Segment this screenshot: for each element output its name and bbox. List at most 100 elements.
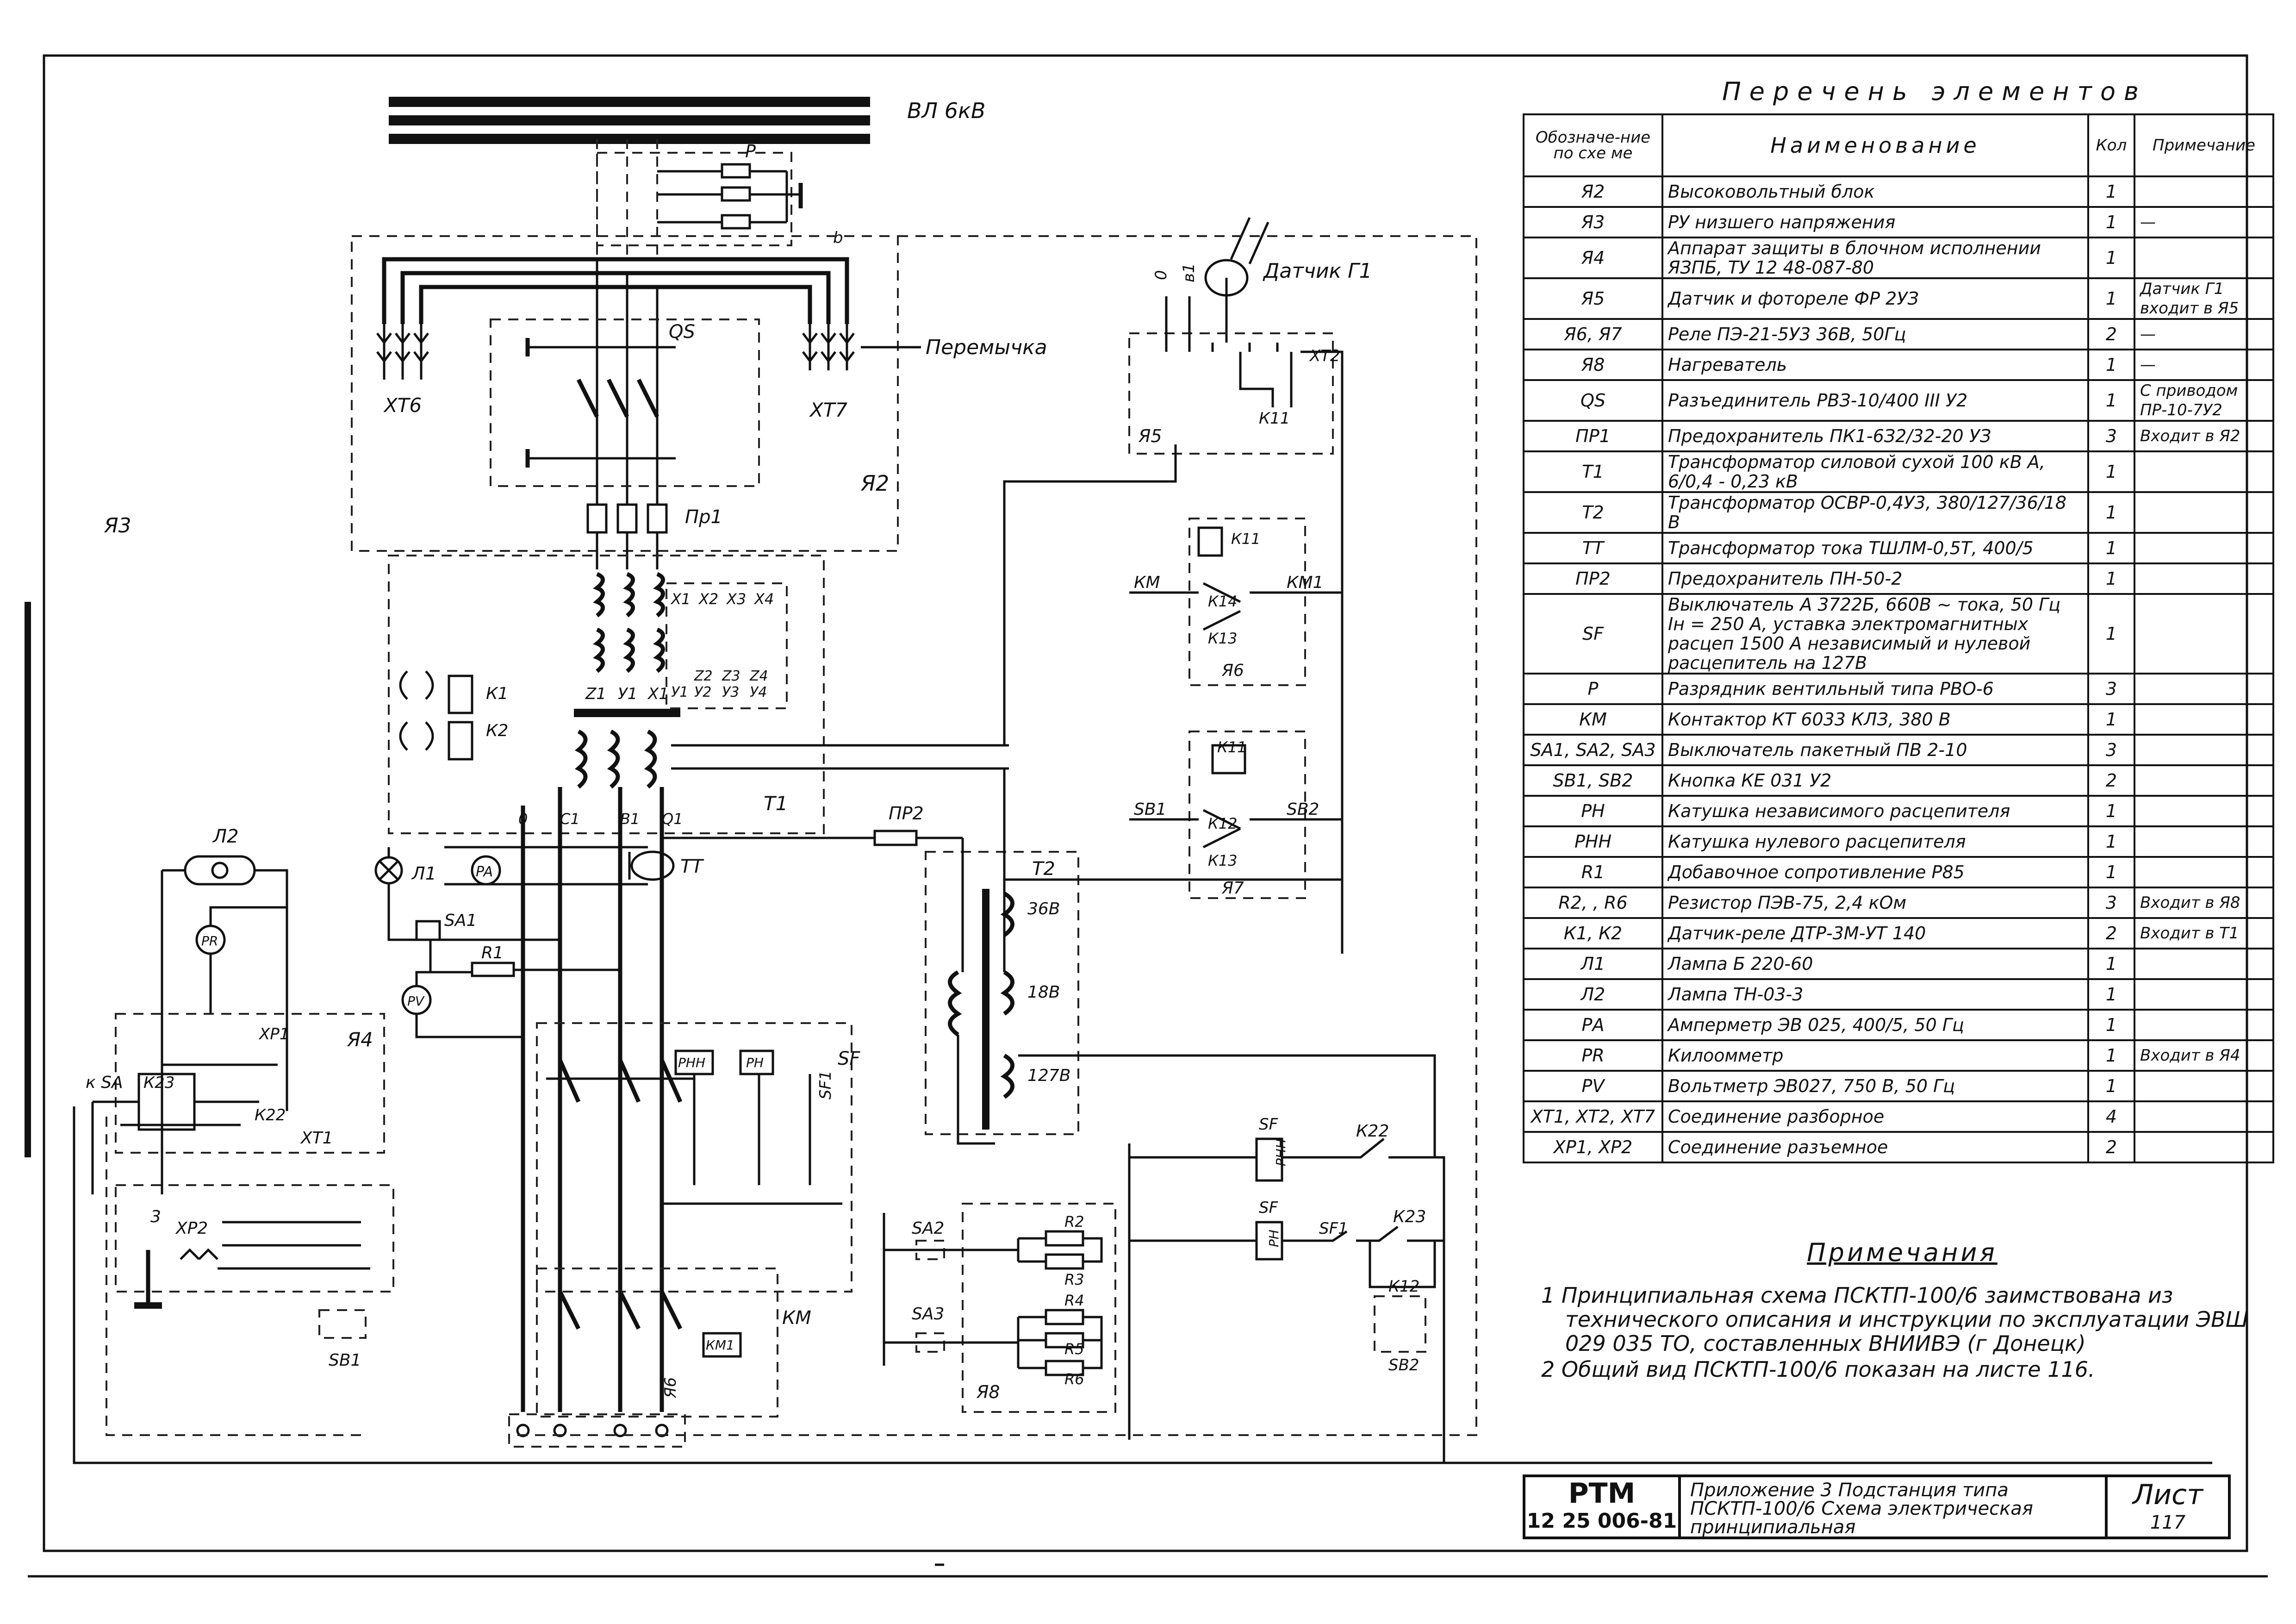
coil-k11 bbox=[1197, 526, 1223, 557]
row-name: Трансформатор тока ТШЛМ-0,5Т, 400/5 bbox=[1661, 532, 2089, 564]
title-block-rtm: РТМ bbox=[1568, 1477, 1636, 1510]
label-a1: Q1 bbox=[662, 810, 683, 828]
label-phr: РН bbox=[1266, 1230, 1282, 1247]
label-l1: Л1 bbox=[411, 863, 436, 884]
row-code: РНН bbox=[1523, 825, 1663, 858]
tap-box bbox=[666, 582, 788, 709]
return-wire bbox=[73, 1106, 2212, 1464]
row-code: КМ bbox=[1523, 703, 1663, 736]
row-qty: 3 bbox=[2087, 887, 2135, 919]
row-qty: 1 bbox=[2087, 948, 2135, 980]
block-a8 bbox=[962, 1203, 1116, 1413]
row-code: PR bbox=[1523, 1039, 1663, 1072]
row-name: Соединение разборное bbox=[1661, 1100, 2089, 1133]
row-code: SF bbox=[1523, 593, 1663, 675]
row-code: Я4 bbox=[1523, 237, 1663, 279]
label-pr1: Пр1 bbox=[685, 506, 722, 528]
row-name: Лампа ТН-03-3 bbox=[1661, 978, 2089, 1011]
row-note bbox=[2134, 703, 2274, 736]
fuse-pr2 bbox=[873, 830, 918, 846]
label-km: КМ bbox=[782, 1307, 811, 1329]
row-code: РА bbox=[1523, 1009, 1663, 1041]
row-note: — bbox=[2134, 206, 2274, 238]
left-wiring bbox=[161, 847, 620, 1194]
label-a6: Я6 bbox=[661, 1377, 680, 1399]
row-name: Разъединитель РВЗ-10/400 III У2 bbox=[1661, 379, 2089, 422]
row-qty: 3 bbox=[2087, 420, 2135, 452]
km-contacts bbox=[558, 1290, 683, 1330]
row-qty: 1 bbox=[2087, 825, 2135, 858]
label-k23r: К23 bbox=[1393, 1207, 1426, 1226]
header-code: Обозначе-ние по схе ме bbox=[1523, 113, 1663, 177]
label-qs: QS bbox=[669, 321, 695, 343]
label-xt2: ХТ2 bbox=[1309, 347, 1340, 365]
row-name: Трансформатор ОСВР-0,4У3, 380/127/36/18 … bbox=[1661, 491, 2089, 534]
row-qty: 1 bbox=[2087, 703, 2135, 736]
row-note: Входит в Я8 bbox=[2134, 887, 2274, 919]
row-code: PV bbox=[1523, 1070, 1663, 1102]
title-block: РТМ 12 25 006-81 Приложение 3 Подстанция… bbox=[1523, 1474, 2231, 1539]
row-code: ПР2 bbox=[1523, 562, 1663, 595]
row-note: — bbox=[2134, 349, 2274, 381]
notes-section: Примечания 1 Принципиальная схема ПСКТП-… bbox=[1541, 1238, 2263, 1383]
label-k11c: К11 bbox=[1217, 738, 1246, 756]
row-qty: 1 bbox=[2087, 795, 2135, 827]
row-code: QS bbox=[1523, 379, 1663, 422]
row-qty: 1 bbox=[2087, 562, 2135, 595]
label-r2: R2 bbox=[1064, 1213, 1084, 1230]
label-line: ВЛ 6кВ bbox=[907, 98, 985, 123]
row-code: РН bbox=[1523, 795, 1663, 827]
row-code: ТТ bbox=[1523, 532, 1663, 564]
connector-xt7 bbox=[802, 324, 855, 370]
header-name: Наименование bbox=[1661, 113, 2089, 177]
row-name: Амперметр ЭВ 025, 400/5, 50 Гц bbox=[1661, 1009, 2089, 1041]
row-qty: 1 bbox=[2087, 1009, 2135, 1041]
row-name: Килоомметр bbox=[1661, 1039, 2089, 1072]
label-k14: К14 bbox=[1208, 593, 1237, 610]
row-note bbox=[2134, 795, 2274, 827]
row-qty: 1 bbox=[2087, 856, 2135, 888]
label-xp1: ХР1 bbox=[258, 1025, 289, 1043]
label-sa3: SA3 bbox=[912, 1305, 944, 1324]
label-r4: R4 bbox=[1064, 1292, 1084, 1309]
block-t2 bbox=[925, 851, 1079, 1135]
coil-km1 bbox=[702, 1332, 742, 1358]
row-code: ПР1 bbox=[1523, 420, 1663, 452]
label-b1s: в1 bbox=[1180, 263, 1198, 282]
label-a3: Я3 bbox=[104, 514, 131, 537]
label-xt6: ХТ6 bbox=[383, 394, 422, 417]
t1-hv-windings bbox=[574, 572, 680, 717]
row-code: ХТ1, ХТ2, ХТ7 bbox=[1523, 1100, 1663, 1133]
row-code: Л2 bbox=[1523, 978, 1663, 1011]
label-sfr2: SF bbox=[1259, 1199, 1278, 1217]
row-name: Выключатель А 3722Б, 660В ~ тока, 50 Гц … bbox=[1661, 593, 2089, 675]
row-name: Контактор КТ 6033 КЛЗ, 380 В bbox=[1661, 703, 2089, 736]
row-note bbox=[2134, 673, 2274, 705]
notes-title: Примечания bbox=[1807, 1238, 1997, 1267]
row-note bbox=[2134, 1009, 2274, 1041]
output-terminals bbox=[508, 1413, 686, 1448]
coil-k11-a7 bbox=[1211, 744, 1246, 775]
row-note bbox=[2134, 1131, 2274, 1163]
row-code: SA1, SA2, SA3 bbox=[1523, 734, 1663, 766]
t1-lv-windings bbox=[574, 729, 1009, 789]
qs-switch bbox=[525, 338, 676, 468]
label-ph: РН bbox=[746, 1055, 764, 1070]
label-t1: Т1 bbox=[764, 792, 788, 815]
row-qty: 3 bbox=[2087, 673, 2135, 705]
label-x4: X4 bbox=[753, 590, 774, 608]
lamp-l2 bbox=[184, 855, 256, 886]
row-name: Трансформатор силовой сухой 100 кВ А, 6/… bbox=[1661, 450, 2089, 493]
label-p: Р bbox=[745, 141, 756, 162]
